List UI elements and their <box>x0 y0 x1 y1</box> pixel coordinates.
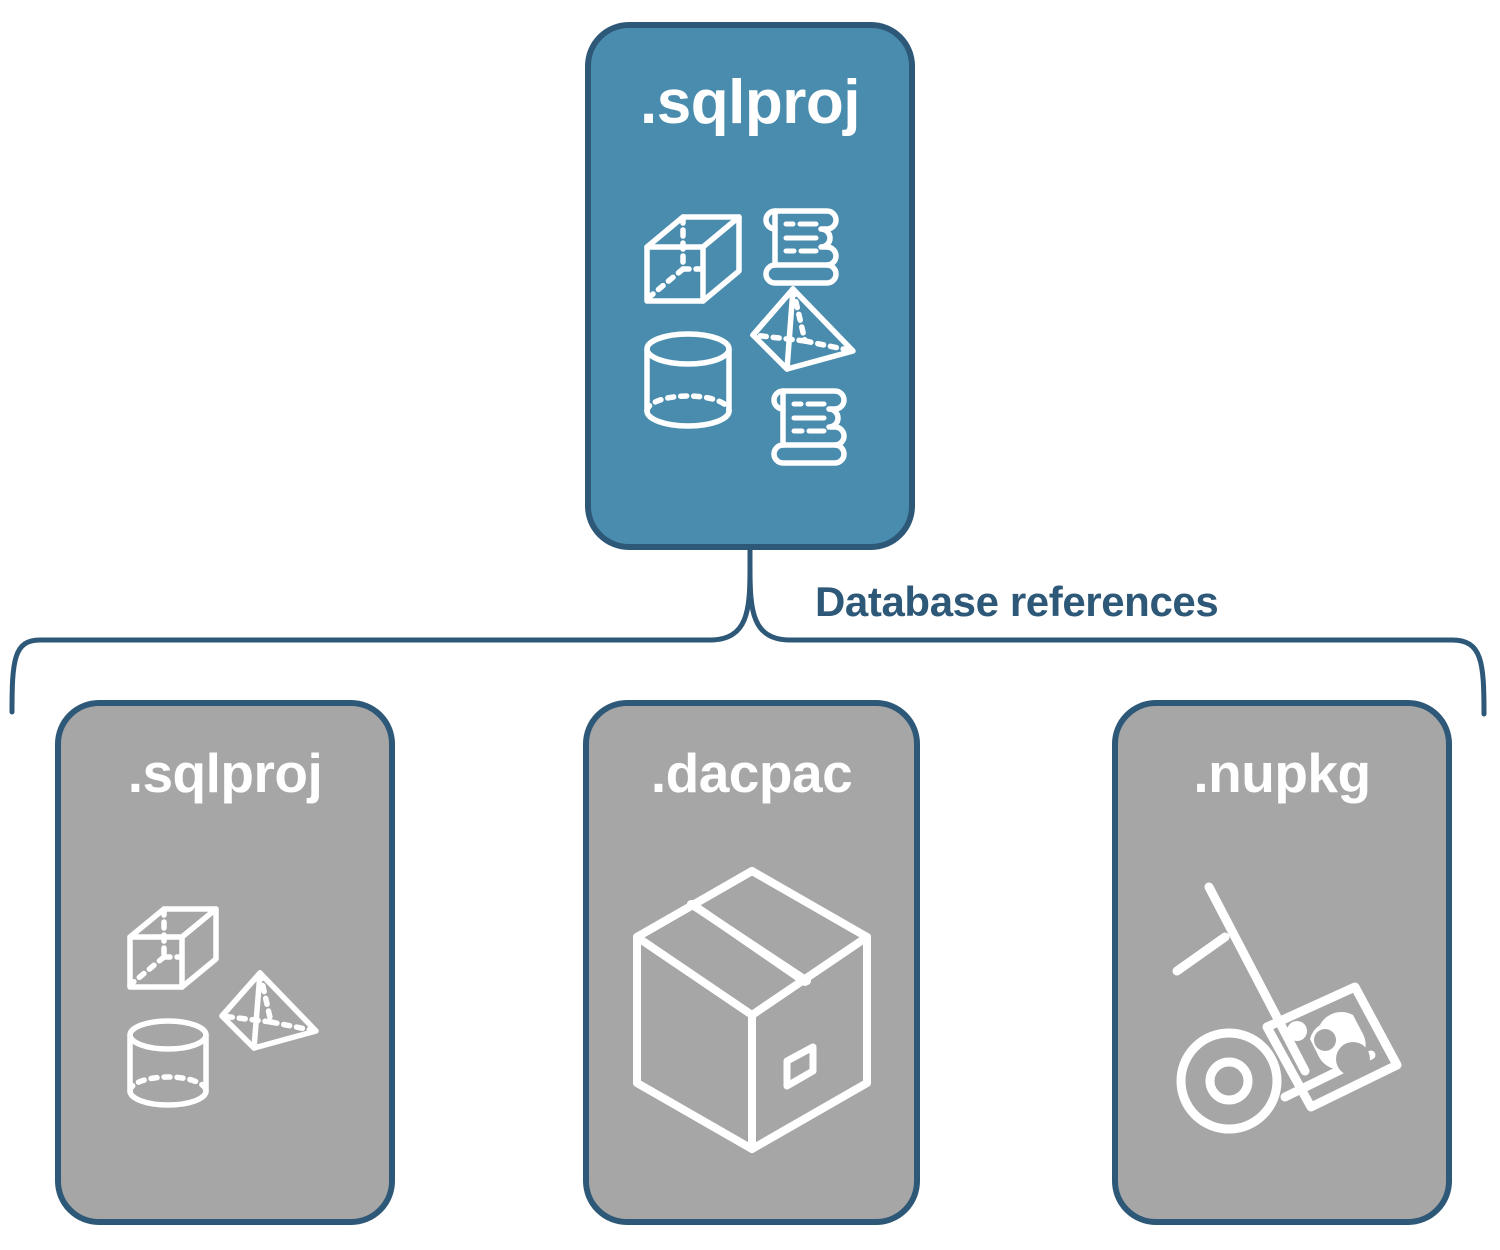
card-root-title: .sqlproj <box>640 68 860 137</box>
hand-truck-icon <box>1172 882 1402 1134</box>
scroll-icon-bottom <box>771 388 847 466</box>
pyramid-icon <box>219 970 319 1051</box>
card-reference-sqlproj[interactable]: .sqlproj <box>55 700 395 1225</box>
database-objects-icon <box>644 208 856 466</box>
package-box-icon <box>632 867 871 1153</box>
cylinder-icon <box>127 1018 209 1108</box>
card-nupkg-title: .nupkg <box>1193 742 1371 804</box>
card-dacpac-title: .dacpac <box>650 742 853 804</box>
cube-icon <box>127 906 219 990</box>
scroll-icon-top <box>763 208 839 286</box>
nuget-package-icon <box>1262 982 1402 1112</box>
cylinder-icon <box>644 331 732 429</box>
database-objects-icon <box>127 906 319 1108</box>
pyramid-icon <box>750 286 856 372</box>
card-root-icon-group <box>591 134 909 544</box>
card-root-sqlproj[interactable]: .sqlproj <box>585 22 915 550</box>
card-sqlproj-icon-group <box>61 801 389 1219</box>
wheel-icon <box>1176 1028 1282 1134</box>
box-label-icon <box>783 1043 816 1090</box>
cube-icon <box>644 214 742 304</box>
card-sqlproj-title: .sqlproj <box>127 742 323 804</box>
brace-left-arm <box>9 565 753 715</box>
connector-label: Database references <box>815 578 1219 625</box>
card-dacpac-icon-group <box>589 801 914 1219</box>
card-nupkg-icon-group <box>1118 801 1446 1219</box>
card-reference-nupkg[interactable]: .nupkg <box>1112 700 1452 1225</box>
card-reference-dacpac[interactable]: .dacpac <box>583 700 920 1225</box>
